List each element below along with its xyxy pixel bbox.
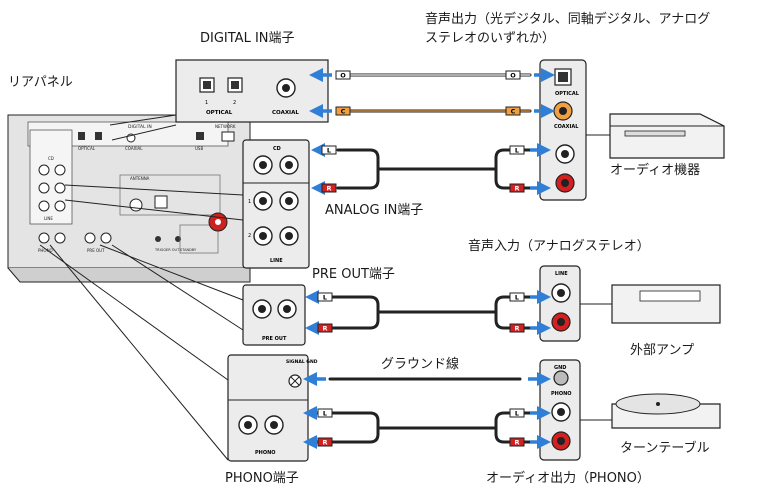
panel-digital-in-text: DIGITAL IN [128, 124, 152, 130]
panel-antenna-text: ANTENNA [130, 176, 150, 181]
external-amp-label: 外部アンプ [630, 343, 695, 358]
tag-cd-l-left: L [327, 147, 331, 155]
tag-cd-r-left: R [326, 185, 331, 193]
source-panel-external-amp: LINE [539, 265, 581, 342]
plug-tags: O O C C L R L R L R L R L R L R [317, 70, 525, 447]
audio-output-line2: ステレオのいずれか） [425, 31, 556, 46]
panel-line-text: LINE [44, 216, 53, 221]
tag-pre-r-right: R [514, 325, 519, 333]
source-panel-turntable: GND PHONO [539, 359, 581, 461]
audio-output-line1: 音声出力（光デジタル、同軸デジタル、アナログ [425, 12, 711, 27]
zoom-num2: 2 [233, 100, 236, 106]
tag-phono-l-left: L [323, 410, 327, 418]
zoom-analog-in: CD 1 2 LINE [242, 139, 310, 269]
tt-gnd-text: GND [554, 365, 566, 371]
turntable-label: ターンテーブル [620, 441, 710, 456]
audio-device-illustration [586, 113, 725, 159]
zoom-phono: SIGNAL GND PHONO [227, 354, 318, 462]
digital-in-label: DIGITAL IN端子 [200, 31, 295, 46]
zoom-digital-in: 1 2 OPTICAL COAXIAL [175, 59, 329, 123]
src-optical-text: OPTICAL [555, 91, 580, 97]
amp-line-text: LINE [555, 271, 568, 277]
zoom-pre-out: PRE OUT [242, 284, 306, 346]
phono-label: PHONO端子 [225, 471, 299, 486]
tag-coax-right: C [511, 108, 516, 116]
zoom-cd-text: CD [273, 146, 281, 152]
tag-phono-r-right: R [514, 439, 519, 447]
zoom-analog-num2: 2 [248, 233, 251, 239]
cables [328, 73, 532, 444]
zoom-phono-text: PHONO [255, 450, 276, 456]
pre-out-label: PRE OUT端子 [312, 267, 395, 282]
panel-coaxial-text: COAXIAL [125, 146, 143, 151]
zoom-optical-text: OPTICAL [206, 110, 233, 116]
tag-pre-r-left: R [322, 325, 327, 333]
audio-output-phono-label: オーディオ出力（PHONO） [486, 471, 650, 486]
tag-cd-l-right: L [515, 147, 519, 155]
audio-output-label: 音声出力（光デジタル、同軸デジタル、アナログ ステレオのいずれか） [425, 10, 710, 48]
analog-in-label: ANALOG IN端子 [325, 203, 424, 218]
panel-phono-text: PHONO [38, 248, 53, 253]
tag-cd-r-right: R [514, 185, 519, 193]
zoom-coaxial-text: COAXIAL [272, 110, 299, 116]
tag-phono-r-left: R [322, 439, 327, 447]
external-amp-illustration [580, 284, 721, 324]
main-unit-rear-panel: DIGITAL IN OPTICAL COAXIAL NETWORK USB A… [7, 114, 251, 283]
tag-pre-l-right: L [515, 294, 519, 302]
panel-trigger-text: TRIGGER OUT [154, 248, 180, 252]
tag-pre-l-left: L [323, 294, 327, 302]
panel-usb-text: USB [195, 146, 203, 151]
tag-phono-l-right: L [515, 410, 519, 418]
zoom-leader-lines [39, 114, 244, 461]
zoom-pre-out-text: PRE OUT [262, 336, 287, 342]
tag-coax-left: C [341, 108, 346, 116]
tt-phono-text: PHONO [551, 391, 572, 397]
src-coaxial-text: COAXIAL [554, 124, 579, 130]
panel-standby-text: STANDBY [180, 248, 197, 252]
source-panel-audio-device: OPTICAL COAXIAL [539, 59, 587, 201]
turntable-illustration [580, 393, 721, 429]
zoom-num1: 1 [205, 100, 208, 106]
rear-panel-label: リアパネル [8, 75, 73, 90]
panel-optical-text: OPTICAL [78, 146, 96, 151]
audio-input-label: 音声入力（アナログステレオ） [468, 239, 650, 254]
zoom-analog-num1: 1 [248, 199, 251, 205]
panel-network-text: NETWORK [215, 124, 236, 129]
zoom-line-text: LINE [270, 258, 283, 264]
signal-arrows [303, 68, 555, 449]
zoom-signal-gnd-text: SIGNAL GND [286, 359, 318, 365]
panel-cd-text: CD [48, 156, 54, 161]
audio-device-label: オーディオ機器 [610, 163, 701, 178]
tag-optical-right: O [510, 72, 516, 80]
tag-optical-left: O [340, 72, 346, 80]
ground-wire-label: グラウンド線 [381, 357, 460, 372]
panel-pre-out-text: PRE OUT [87, 248, 105, 253]
